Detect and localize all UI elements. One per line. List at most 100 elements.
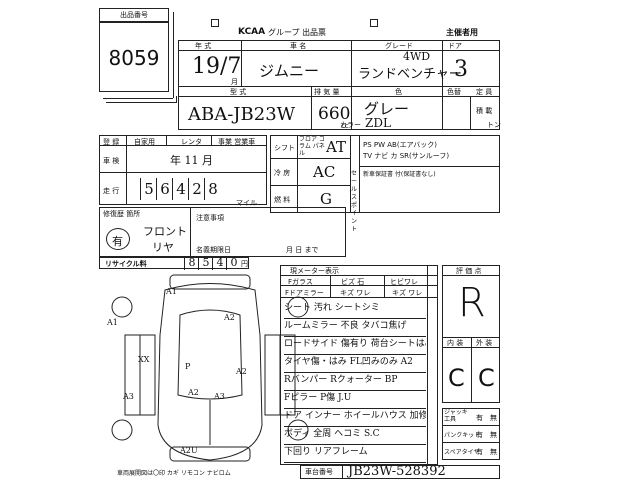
recycle-row [99,257,249,269]
col-color-no: カラー [340,121,361,129]
reg-ownership-label: 登 録 [103,138,120,146]
mileage-digit: 6 [156,178,173,200]
reg-mileage-unit: マイル [236,199,257,207]
glass-value-2: ヒビワレ [390,278,418,286]
glass-label: Fガラス [288,278,313,286]
eq-fuel-label: 燃 料 [274,196,291,204]
lot-label: 出品番号 [120,11,148,19]
inspection-note-line: タイヤ傷・はみ FL凹みのみ A2 [284,354,426,373]
door-value: キズ ワレ [340,289,371,297]
vehicle-doors: 3 [454,57,468,82]
lot-number: 8059 [108,46,160,70]
vehicle-table [178,40,500,130]
eq-side-label: セールスポイント [351,170,358,233]
registration-table [99,135,267,205]
recycle-digit: 5 [198,256,213,270]
eq-shift-opts: フロア コラム パネル [299,136,325,157]
mileage-digit: 2 [188,178,205,200]
vehicle-year: 19/7 [192,54,242,79]
diagram-mark-7: XX [138,355,150,364]
car-body-outline [157,283,263,461]
col-displacement: 排 気 量 [314,88,340,96]
mileage-digit: 4 [172,178,189,200]
reg-self-label: 自家用 [134,138,155,146]
inspection-note-line: ロードサイド 傷有り 荷台シートはみ [284,336,426,355]
inspection-note-line: ルームミラー 不良 タバコ焦げ [284,318,426,337]
inspection-note-line: ボディ 全周 ヘコミ S.C [284,426,426,445]
vehicle-year-unit: 月 [231,78,238,86]
col-name: 車 名 [290,42,307,50]
recycle-digit: 4 [212,256,227,270]
diagram-mark-9: A2 [188,388,199,397]
repair-notes-label: 注意事項 [196,214,224,222]
repair-rear: リヤ [152,241,174,254]
diagram-mark-4: A2 [236,367,247,376]
col-color-change: 色替 [447,88,461,96]
inspection-note-line: ドア インナー ホイールハウス 加修 [284,408,426,427]
grade-label: 評 価 点 [456,267,482,275]
car-rear-panel [169,446,251,462]
repair-name-change-label: 名義期限日 [196,246,231,254]
grade-interior: C [448,364,465,392]
lot-shadow-2 [103,92,173,99]
corner-mark-right [370,19,378,27]
col-grade: グレード [385,42,413,50]
reg-mileage-label: 走 行 [103,187,120,195]
vehicle-displacement: 660 [318,104,351,124]
glass-value: ビズ 石 [341,278,365,286]
door-label: Fドアミラー [285,289,324,297]
vehicle-color: グレー [364,100,410,118]
chassis-label: 車台番号 [305,468,333,476]
tool-jack-none: 無 [490,414,497,422]
col-payload: 積 載 [476,107,493,115]
chassis-row [300,465,500,479]
recycle-digit: 0 [226,256,241,270]
eq-options-2: TV ナビ カ SR(サンルーフ) [363,152,450,160]
col-doors: ドア [448,42,462,50]
diagram-mark-10: A2U [180,446,198,455]
reg-rental: レンタ [181,138,202,146]
tool-spare-label: スペアタイヤ [444,449,480,456]
reg-inspection-label: 車 検 [103,157,120,165]
diagram-mark-1: A1 [166,287,177,296]
tool-jack-have: 有 [476,414,483,422]
vehicle-displacement-unit: cc [341,122,349,130]
tools-table [442,408,500,460]
meter-label: 現メーター表示 [290,267,339,275]
repair-name-change-value: 月 日 まで [286,246,319,254]
inspection-note-line: 下回り リアフレーム [284,444,426,463]
reg-commercial: 事業 営業車 [218,138,256,146]
vehicle-grade: ランドベンチャー [358,67,462,82]
diagram-mark-6: A3 [214,392,225,401]
equipment-table [270,135,500,213]
col-year: 年 式 [195,42,212,50]
vehicle-model: ABA-JB23W [188,104,296,125]
grade-exterior: C [478,364,495,392]
diagram-mark-8: P [185,362,191,371]
eq-fuel-value: G [320,190,332,208]
inspection-note-line: シート 汚れ シートシミ [284,300,426,319]
eq-options-1: PS PW AB(エアバック) [363,141,438,149]
lot-box: 出品番号 [99,8,169,22]
footer-text: 車両展開図は〇印 カギ リモコン ナビロム [117,470,231,477]
recycle-unit: 円 [241,260,248,268]
mileage-digit: 8 [204,178,221,200]
diagram-mark-3: A1 [107,318,118,327]
corner-mark-left [211,19,219,27]
lot-number-box: 8059 [99,22,169,92]
eq-ac-label: 冷 房 [274,169,291,177]
eq-shift-value: AT [326,138,347,156]
tool-jack-label: ジャッキ 工具 [444,409,468,423]
diagram-mark-5: A3 [123,392,134,401]
grade-exterior-label: 外 装 [476,339,493,347]
col-capacity: 定 員 [476,88,493,96]
inspection-note-line: Fピラー P傷 J.U [284,390,426,409]
repair-front: フロント [143,225,187,238]
reg-inspection-value: 年 11 月 [170,154,213,167]
chassis-value: JB23W-528392 [348,464,446,479]
car-roof-outline [177,309,243,400]
grade-interior-label: 内 装 [447,339,464,347]
mileage-digit: 5 [140,178,157,200]
diagram-mark-2: A2 [224,313,235,322]
vehicle-name: ジムニー [259,62,320,80]
